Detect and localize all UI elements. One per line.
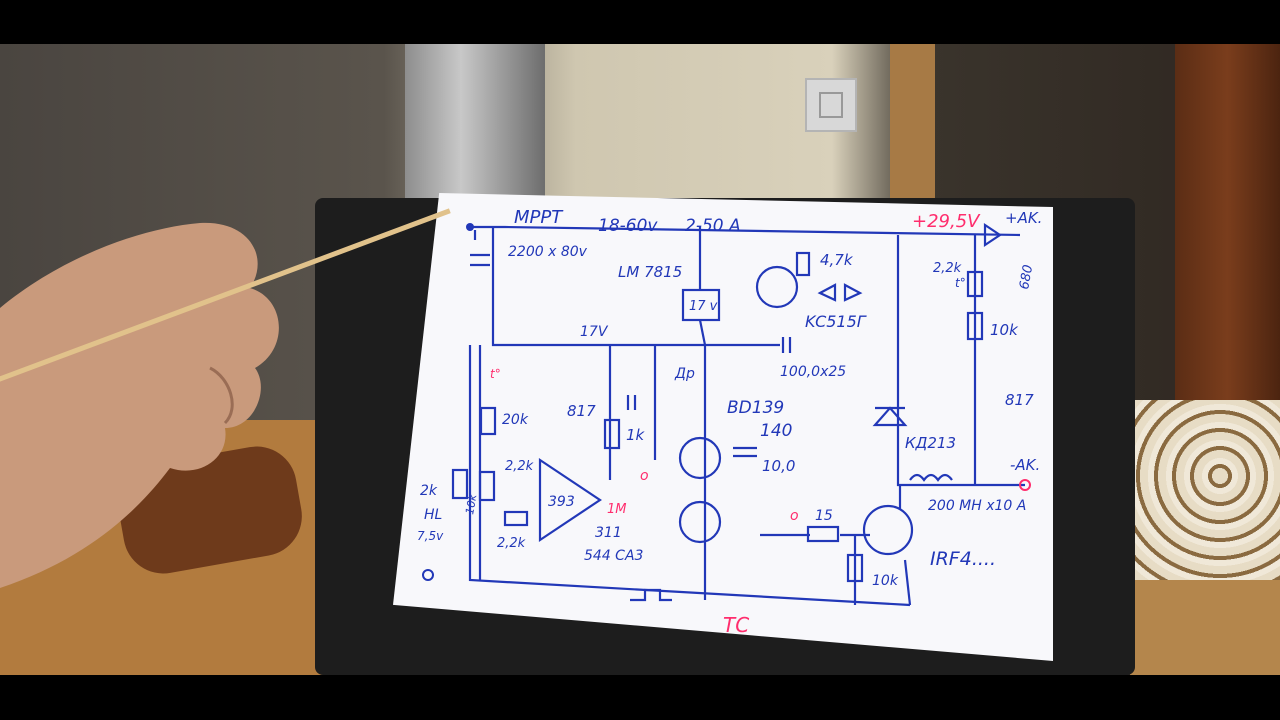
spec-current: 2-50 A: [685, 216, 741, 236]
bd139-label: BD139: [727, 398, 784, 418]
output-diode: [983, 222, 1002, 248]
cap-10: [733, 446, 757, 458]
letterbox-top: [0, 0, 1280, 44]
opto-label: 817: [567, 402, 596, 420]
regulator-box-label: 17 v: [689, 299, 718, 314]
bottom-terminal: -AK.: [1010, 456, 1040, 474]
resistor-1k: [603, 418, 621, 450]
diode-kd213: [872, 406, 908, 427]
r22k-top-label: 2,2k: [933, 261, 962, 276]
r22k-b-label: 2,2k: [497, 536, 526, 551]
resistor-2k: [451, 468, 469, 500]
r15-label: 15: [815, 508, 833, 524]
paper-sheet: [393, 193, 1053, 661]
resistor-15: [806, 525, 840, 543]
ground-terminal: [422, 569, 434, 581]
r22k-a-label: 2,2k: [505, 459, 534, 474]
r47k-label: 4,7k: [820, 251, 854, 269]
carpet: [1130, 400, 1280, 590]
pwm-label: TC: [723, 613, 749, 637]
r10k-right-label: 10k: [990, 321, 1019, 339]
top-voltage: +29,5V: [912, 211, 981, 232]
pointing-hand: [0, 222, 279, 588]
resistor-10k-left: [478, 470, 496, 502]
r680-label: 680: [1017, 264, 1036, 291]
cap-100: [781, 337, 792, 353]
cap-100-label: 100,0x25: [780, 364, 846, 380]
rail-label: 17V: [580, 324, 609, 340]
resistor-47k: [795, 251, 811, 277]
choke-coil: [909, 473, 953, 482]
bd140-label: 140: [760, 421, 792, 441]
transistor-upper: [678, 436, 722, 480]
letterbox-bottom: [0, 675, 1280, 720]
marker-o1: o: [640, 468, 649, 484]
wood-floor: [1130, 580, 1280, 675]
resistor-10k-right: [966, 311, 984, 341]
inductor-label: Др: [674, 366, 695, 382]
cap-small: [626, 395, 637, 410]
title-text: MPPT: [514, 207, 564, 228]
marker-o2: o: [790, 508, 799, 524]
regulator-box: [681, 288, 721, 322]
minus-terminal-dot: [1019, 479, 1031, 491]
hl-label: HL: [424, 507, 442, 523]
resistor-22k-b: [503, 510, 529, 527]
cap-10-label: 10,0: [762, 457, 795, 475]
choke-label: 200 МН x10 А: [928, 498, 1026, 514]
zener-small-label: 7,5v: [417, 529, 444, 543]
input-cap-label: 2200 x 80v: [508, 244, 588, 260]
r10k-gate-label: 10k: [872, 573, 899, 589]
resistor-22k-top: [966, 270, 984, 298]
comparator-ru-label: 544 СА3: [584, 548, 643, 564]
regulator-label: LM 7815: [618, 263, 682, 281]
temp-top-label: t°: [955, 276, 966, 290]
spec-voltage: 18-60v: [598, 216, 658, 236]
diode-label: КД213: [905, 434, 956, 452]
comparator-triangle: [538, 457, 602, 543]
zener-label: KC515Г: [805, 312, 867, 331]
light-switch: [805, 78, 857, 132]
input-terminal-dot: [466, 223, 474, 231]
door-frame: [890, 44, 935, 224]
temp-left-label: t°: [490, 367, 501, 381]
comparator-alt-label: 311: [595, 525, 622, 541]
resistor-20k: [479, 406, 497, 436]
r1k-label: 1k: [626, 426, 646, 444]
mosfet-label: IRF4....: [930, 548, 996, 570]
zener-pair: [817, 283, 863, 302]
input-cap-symbol: [470, 230, 490, 267]
pwm-pulse-icon: [630, 588, 672, 602]
transistor-lower: [678, 500, 722, 544]
top-terminal: +AK.: [1005, 209, 1042, 227]
r1m-label: 1M: [607, 502, 627, 517]
transistor-top: [755, 265, 799, 309]
mosfet-circle: [862, 504, 914, 556]
r20k-label: 20k: [502, 412, 529, 428]
resistor-10k-gate: [846, 553, 864, 583]
comparator-label: 393: [548, 494, 575, 510]
r2k-label: 2k: [420, 483, 438, 499]
r10k-left-label: 10k: [463, 493, 479, 516]
led-817-label: 817: [1005, 391, 1034, 409]
